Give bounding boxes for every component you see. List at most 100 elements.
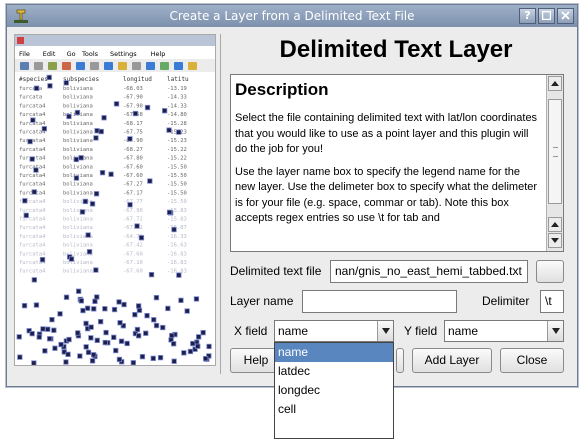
chevron-down-icon [381, 328, 390, 334]
browse-button[interactable] [536, 260, 564, 283]
preview-point-marker [57, 311, 63, 317]
preview-point-marker [130, 360, 136, 365]
preview-point-marker [31, 189, 37, 195]
preview-point-marker [78, 155, 84, 161]
preview-point-marker [136, 307, 143, 313]
scroll-down-button[interactable] [548, 233, 562, 248]
preview-cell: furcata4 [19, 147, 46, 153]
preview-point-marker [178, 297, 184, 304]
preview-cell: boliviana [63, 260, 93, 266]
preview-cell: -13.19 [167, 86, 187, 92]
preview-cell: -16.83 [167, 269, 187, 275]
maximize-button[interactable] [538, 8, 555, 24]
preview-menu-item: File [19, 50, 30, 58]
preview-point-marker [42, 348, 48, 354]
preview-point-marker [66, 336, 72, 343]
preview-point-marker [150, 355, 156, 362]
preview-cell: boliviana [63, 130, 93, 136]
window-title: Create a Layer from a Delimited Text Fil… [169, 9, 415, 23]
preview-cell: boliviana [63, 86, 93, 92]
dropdown-option-cell[interactable]: cell [278, 402, 297, 416]
preview-point-marker [99, 169, 106, 176]
file-path-input[interactable]: nan/gnis_no_east_hemi_tabbed.txt [330, 260, 528, 283]
close-button[interactable]: Close [500, 348, 564, 373]
x-field-dropdown-button[interactable] [377, 321, 393, 341]
preview-point-marker [202, 355, 209, 362]
preview-cell: boliviana [63, 147, 93, 153]
preview-cell: furcata4 [19, 112, 46, 118]
preview-toolbar-icon [76, 62, 85, 70]
preview-cell: -68.27 [123, 147, 143, 153]
preview-point-marker [139, 353, 146, 360]
layer-name-input[interactable] [302, 290, 457, 313]
scroll-up-button[interactable] [548, 76, 562, 91]
scroll-down-button-upper[interactable] [548, 217, 562, 232]
preview-point-marker [132, 110, 139, 117]
preview-cell: -15.50 [167, 190, 187, 196]
preview-point-marker [92, 298, 98, 305]
description-box: Description Select the file containing d… [230, 74, 564, 252]
x-field-dropdown-list[interactable]: name latdec longdec cell [274, 342, 394, 439]
description-scrollbar[interactable] [546, 75, 563, 251]
preview-point-marker [136, 333, 142, 339]
preview-point-marker [73, 156, 79, 163]
delimiter-input[interactable]: \t [540, 290, 564, 313]
preview-point-marker [91, 306, 97, 312]
preview-point-marker [147, 178, 153, 184]
close-window-button[interactable] [557, 8, 574, 24]
preview-cell: -15.28 [167, 121, 187, 127]
preview-point-marker [58, 341, 64, 348]
preview-point-marker [138, 235, 145, 241]
preview-column-header: latitu [167, 76, 189, 83]
preview-cell: furcata4 [19, 173, 46, 179]
preview-point-marker [153, 294, 160, 301]
preview-cell: boliviana [63, 217, 93, 223]
preview-cell: -15.50 [167, 173, 187, 179]
preview-point-marker [75, 330, 81, 336]
preview-cell: furcata4 [19, 164, 46, 170]
help-title-button[interactable]: ? [519, 8, 536, 24]
preview-cell: -64.70 [123, 234, 143, 240]
preview-point-marker [16, 334, 22, 340]
preview-point-marker [144, 312, 150, 319]
preview-cell: -67.90 [123, 103, 143, 109]
scroll-thumb[interactable] [548, 99, 562, 204]
preview-toolbar-icon [188, 62, 197, 70]
preview-point-marker [88, 324, 94, 330]
preview-cell: furcata4 [19, 130, 46, 136]
preview-menu-item: Settings [110, 50, 137, 58]
preview-point-marker [93, 267, 99, 273]
title-bar[interactable]: Create a Layer from a Delimited Text Fil… [7, 5, 577, 27]
preview-cell: -67.90 [123, 138, 143, 144]
dropdown-option-latdec[interactable]: latdec [278, 364, 311, 378]
dropdown-option-name[interactable]: name [275, 343, 393, 362]
arrow-up-icon [551, 81, 559, 86]
preview-point-marker [63, 359, 69, 365]
description-paragraph: Use the layer name box to specify the le… [235, 165, 538, 225]
y-field-select[interactable]: name [444, 320, 564, 342]
preview-point-marker [29, 330, 35, 337]
preview-cell: -15.50 [167, 164, 187, 170]
y-field-dropdown-button[interactable] [547, 321, 563, 341]
add-layer-button[interactable]: Add Layer [412, 348, 492, 373]
preview-column-header: longitud [123, 76, 152, 83]
preview-point-marker [33, 302, 40, 308]
preview-cell: boliviana [63, 138, 93, 144]
preview-point-marker [108, 171, 114, 177]
preview-toolbar-icon [48, 62, 57, 70]
preview-point-marker [73, 175, 80, 181]
preview-column-header: #species [19, 76, 48, 83]
preview-cell: -15.83 [167, 208, 187, 214]
preview-point-marker [102, 339, 108, 346]
x-field-select[interactable]: name [274, 320, 394, 342]
preview-cell: -67.60 [123, 173, 143, 179]
preview-cell: boliviana [63, 182, 93, 188]
preview-cell: -67.75 [123, 130, 143, 136]
preview-cell: boliviana [63, 190, 93, 196]
preview-cell: -15.87 [167, 225, 187, 231]
dropdown-option-longdec[interactable]: longdec [278, 383, 321, 397]
preview-cell: furcata [19, 95, 42, 101]
preview-point-marker [176, 272, 182, 278]
